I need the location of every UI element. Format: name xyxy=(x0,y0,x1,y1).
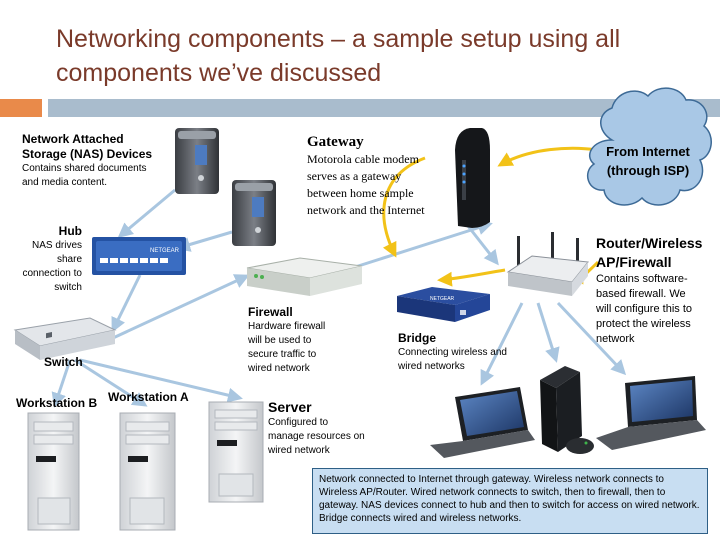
bridge-device-icon: NETGEAR xyxy=(397,287,490,322)
laptop-icon xyxy=(596,376,706,450)
desktop-tower-icon xyxy=(27,412,80,531)
nas-to-hub-line xyxy=(117,188,176,238)
server-title: Server xyxy=(268,399,312,415)
gateway-to-router-yellow-arrow xyxy=(382,156,426,258)
cloud-icon xyxy=(586,87,712,206)
router-desc-line-4: protect the wireless xyxy=(596,318,691,330)
internet-label-line-1: From Internet xyxy=(606,144,690,159)
summary-box: Network connected to Internet through ga… xyxy=(312,468,708,534)
switch-to-server-line xyxy=(79,358,243,403)
hub-to-switch-line xyxy=(111,274,142,333)
hub-desc-line-2: share xyxy=(56,254,82,265)
gateway-desc-line-1: Motorola cable modem xyxy=(307,152,419,166)
hub-label: Hub NAS drives share connection to switc… xyxy=(12,224,83,295)
nas2-to-hub-line xyxy=(175,230,233,252)
server-label: Server Configured to manage resources on… xyxy=(268,398,378,458)
router-title-line-2: AP/Firewall xyxy=(596,254,672,270)
gateway-desc-line-3: between home sample xyxy=(307,186,414,200)
router-desc-line-2: based firewall. We xyxy=(596,288,686,300)
router-title-line-1: Router/Wireless xyxy=(596,235,703,251)
hub-icon: NETGEAR xyxy=(92,237,186,275)
game-console-icon xyxy=(540,366,594,454)
firewall-desc-line-4: wired network xyxy=(248,363,310,374)
workstation-b-title: Workstation B xyxy=(16,396,98,410)
slide-title-line-2: components we’ve discussed xyxy=(56,59,382,87)
gateway-to-router-line xyxy=(466,225,499,266)
header-divider-bar xyxy=(48,99,720,117)
server-desc-line-3: wired network xyxy=(268,445,330,456)
firewall-appliance-icon xyxy=(246,257,363,296)
workstation-a-label: Workstation A xyxy=(108,390,189,405)
router-to-laptop-left-line xyxy=(480,302,524,386)
router-to-console-line xyxy=(536,302,560,363)
hub-desc-line-4: switch xyxy=(54,282,82,293)
nas-label: Network Attached Storage (NAS) Devices C… xyxy=(22,132,172,190)
firewall-desc-line-1: Hardware firewall xyxy=(248,321,326,332)
server-desc-line-2: manage resources on xyxy=(268,431,365,442)
hub-brand-text: NETGEAR xyxy=(150,248,180,254)
server-desc-line-1: Configured to xyxy=(268,417,329,428)
router-to-laptop-right-line xyxy=(556,301,627,376)
switch-title: Switch xyxy=(44,355,83,369)
internet-cloud-label: From Internet (through ISP) xyxy=(596,142,700,180)
switch-label: Switch xyxy=(44,355,83,370)
wired-connections xyxy=(51,188,627,408)
switch-icon xyxy=(13,317,117,360)
router-desc-line-1: Contains software- xyxy=(596,273,688,285)
gateway-title: Gateway xyxy=(307,134,364,150)
router-desc-line-3: will configure this to xyxy=(596,303,692,315)
firewall-to-gateway-line xyxy=(351,220,493,270)
firewall-desc-line-3: secure traffic to xyxy=(248,349,317,360)
bridge-brand-text: NETGEAR xyxy=(430,296,455,302)
internet-label-line-2: (through ISP) xyxy=(606,163,690,178)
accent-bar xyxy=(0,99,42,117)
workstation-b-label: Workstation B xyxy=(16,396,97,411)
firewall-desc-line-2: will be used to xyxy=(248,335,312,346)
bridge-desc-line-2: wired networks xyxy=(398,361,465,372)
nas-title-line-1: Network Attached xyxy=(22,132,124,146)
gateway-desc-line-4: network and the Internet xyxy=(307,203,425,217)
slide-title-line-1: Networking components – a sample setup u… xyxy=(56,25,621,53)
bridge-title: Bridge xyxy=(398,331,437,345)
nas-drive-icon xyxy=(175,128,219,194)
nas-title-line-2: Storage (NAS) Devices xyxy=(22,147,153,161)
firewall-label: Firewall Hardware firewall will be used … xyxy=(248,305,358,376)
summary-text: Network connected to Internet through ga… xyxy=(319,474,700,524)
router-label: Router/Wireless AP/Firewall Contains sof… xyxy=(596,234,718,347)
gateway-label: Gateway Motorola cable modem serves as a… xyxy=(307,133,457,219)
router-desc-line-5: network xyxy=(596,333,635,345)
switch-to-workstation-a-line xyxy=(74,358,148,407)
wireless-router-icon xyxy=(506,232,589,296)
workstation-a-title: Workstation A xyxy=(108,390,189,404)
switch-to-firewall-line xyxy=(112,274,250,340)
router-to-bridge-arrow xyxy=(437,268,506,287)
bridge-desc-line-1: Connecting wireless and xyxy=(398,347,507,358)
nas-desc-line-1: Contains shared documents xyxy=(22,163,147,174)
hub-desc-line-3: connection to xyxy=(22,268,83,279)
internet-to-gateway-arrow xyxy=(497,146,599,167)
firewall-title: Firewall xyxy=(248,305,293,319)
gateway-desc-line-2: serves as a gateway xyxy=(307,169,402,183)
laptop-icon xyxy=(430,387,535,458)
bridge-label: Bridge Connecting wireless and wired net… xyxy=(398,331,528,374)
slide-title: Networking components – a sample setup u… xyxy=(56,22,696,90)
nas-desc-line-2: and media content. xyxy=(22,177,108,188)
hub-title: Hub xyxy=(58,224,82,238)
hub-desc-line-1: NAS drives xyxy=(31,240,82,251)
switch-to-workstation-b-line xyxy=(51,359,72,408)
desktop-tower-icon xyxy=(119,412,176,531)
nas-drive-icon xyxy=(232,180,276,246)
desktop-tower-icon xyxy=(208,401,264,503)
cable-modem-icon xyxy=(455,128,490,228)
